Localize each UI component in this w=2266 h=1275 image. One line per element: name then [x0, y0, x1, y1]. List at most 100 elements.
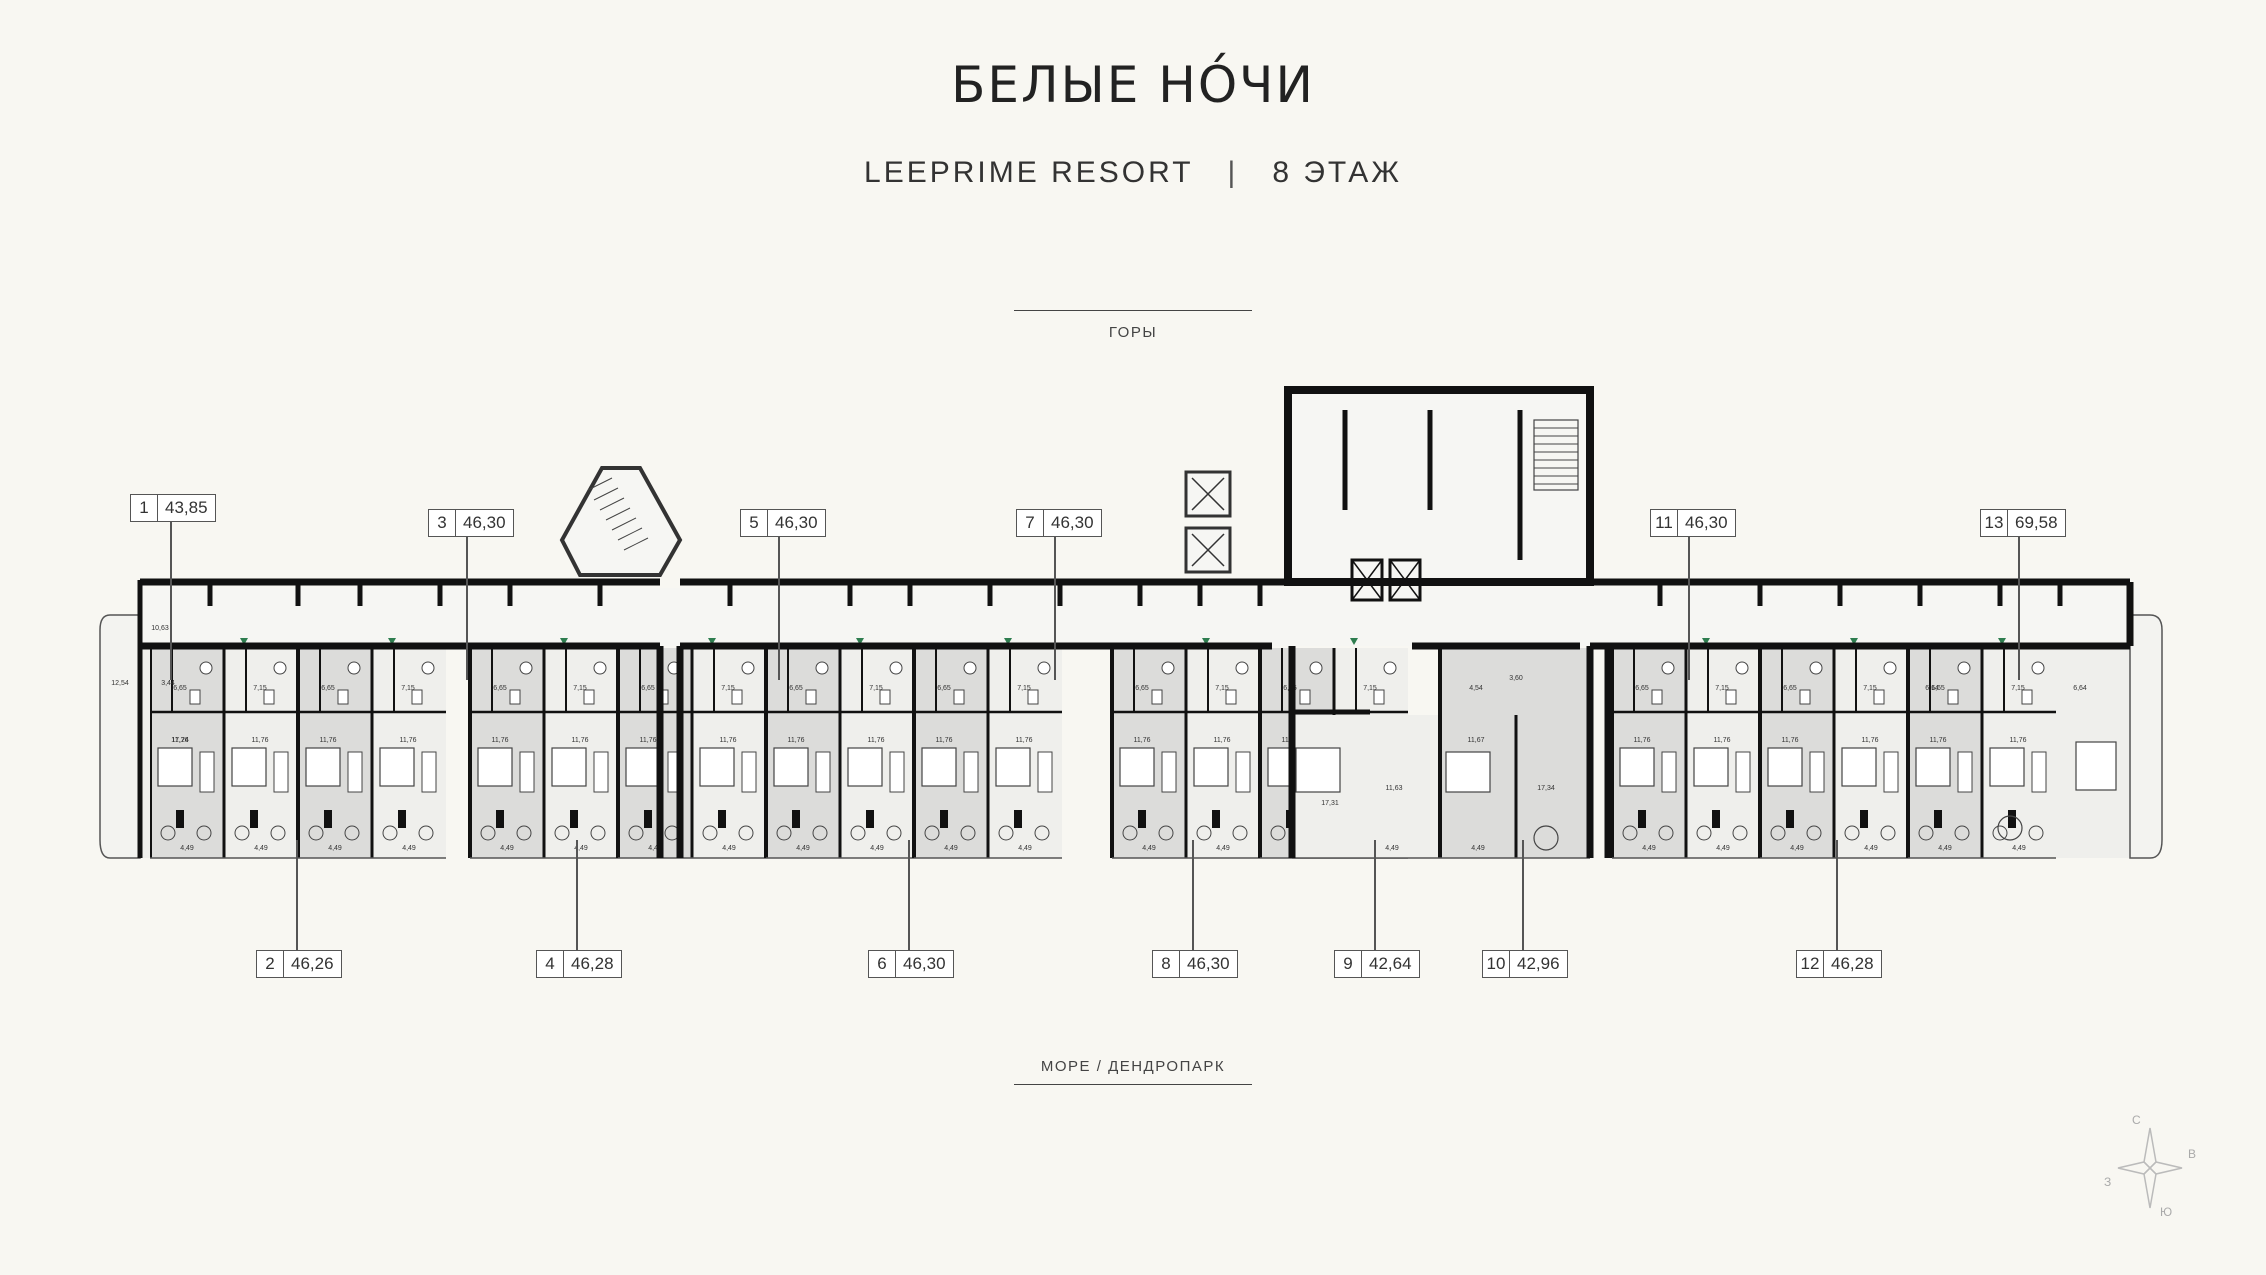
- room-area-label: 6,64: [2073, 685, 2087, 692]
- project-name: LEEPRIME RESORT: [864, 156, 1194, 189]
- room-area-label: 6,65: [937, 685, 951, 692]
- room-area-label: 4,49: [180, 845, 194, 852]
- chair-icon: [480, 825, 496, 841]
- sink-icon: [199, 661, 213, 675]
- column: [1860, 810, 1868, 828]
- toilet-icon: [263, 689, 275, 705]
- room-area-label: 4,49: [254, 845, 268, 852]
- sofa-icon: [1661, 751, 1677, 793]
- room-area-label: 4,49: [574, 845, 588, 852]
- column: [324, 810, 332, 828]
- bed-icon: [1119, 747, 1155, 787]
- lift-cross: [1389, 559, 1421, 601]
- room-area-label: 11,76: [788, 737, 805, 744]
- entry-marker: [1004, 638, 1012, 645]
- core-outline: [1284, 386, 1594, 586]
- room-area-label: 4,49: [796, 845, 810, 852]
- sofa-icon: [347, 751, 363, 793]
- chair-icon: [2028, 825, 2044, 841]
- lift-shaft: [1350, 558, 1384, 602]
- bed-icon: [1915, 747, 1951, 787]
- room-area-label: 11,76: [1634, 737, 1651, 744]
- chair-icon: [1880, 825, 1896, 841]
- chair-icon: [308, 825, 324, 841]
- toilet-icon: [509, 689, 521, 705]
- sofa-icon: [1957, 751, 1973, 793]
- leader-line: [1374, 840, 1376, 950]
- room-area-label: 4,49: [944, 845, 958, 852]
- room-area-label: 4,49: [1385, 845, 1399, 852]
- chair-icon: [270, 825, 286, 841]
- chair-icon: [418, 825, 434, 841]
- toilet-icon: [731, 689, 743, 705]
- apartment-number: 6: [869, 951, 896, 977]
- compass-south: Ю: [2160, 1205, 2172, 1219]
- subtitle-separator: |: [1227, 156, 1239, 189]
- leader-line: [466, 537, 468, 680]
- entry-marker: [1350, 638, 1358, 645]
- room-area-label: 4,49: [648, 845, 662, 852]
- apartment-number: 1: [131, 495, 158, 521]
- column: [1138, 810, 1146, 828]
- room-area-label: 11,67: [1468, 737, 1485, 744]
- apartment-area: 43,85: [165, 498, 208, 517]
- compass-west: З: [2104, 1175, 2111, 1189]
- sink-icon: [1309, 661, 1323, 675]
- entry-marker: [240, 638, 248, 645]
- leader-line: [576, 840, 578, 950]
- apartment-number: 4: [537, 951, 564, 977]
- room-area-label: 4,49: [1471, 845, 1485, 852]
- room-area-label: 3,44: [161, 680, 175, 687]
- chair-icon: [1992, 825, 2008, 841]
- room-area-label: 6,65: [1135, 685, 1149, 692]
- sink-icon: [519, 661, 533, 675]
- sofa-icon: [1735, 751, 1751, 793]
- column: [176, 810, 184, 828]
- column: [718, 810, 726, 828]
- chair-icon: [196, 825, 212, 841]
- bed-icon: [1693, 747, 1729, 787]
- column: [250, 810, 258, 828]
- entry-marker: [560, 638, 568, 645]
- apartment-area: 46,26: [291, 954, 334, 973]
- apartment-area: 46,30: [1051, 513, 1094, 532]
- sink-icon: [593, 661, 607, 675]
- stair-step: [605, 507, 631, 521]
- room-area-label: 7,15: [1715, 685, 1729, 692]
- room-area-label: 4,49: [402, 845, 416, 852]
- chair-icon: [1954, 825, 1970, 841]
- toilet-icon: [1725, 689, 1737, 705]
- lift-shaft: [1388, 558, 1422, 602]
- chair-icon: [590, 825, 606, 841]
- column: [1934, 810, 1942, 828]
- room-area-label: 4,54: [1469, 685, 1483, 692]
- toilet-icon: [1799, 689, 1811, 705]
- bed-icon: [477, 747, 513, 787]
- sink-icon: [889, 661, 903, 675]
- chair-icon: [1770, 825, 1786, 841]
- toilet-icon: [1027, 689, 1039, 705]
- bed-icon: [1619, 747, 1655, 787]
- unit-corner-right: 6,646,14: [1925, 614, 2163, 859]
- sofa-icon: [273, 751, 289, 793]
- room-area-label: 4,49: [328, 845, 342, 852]
- room-area-label: 17,34: [1537, 785, 1555, 792]
- page-title: БЕЛЫЕ НО́ЧИ: [951, 56, 1315, 114]
- room-area-label: 4,49: [500, 845, 514, 852]
- room-area-label: 11,76: [1016, 737, 1033, 744]
